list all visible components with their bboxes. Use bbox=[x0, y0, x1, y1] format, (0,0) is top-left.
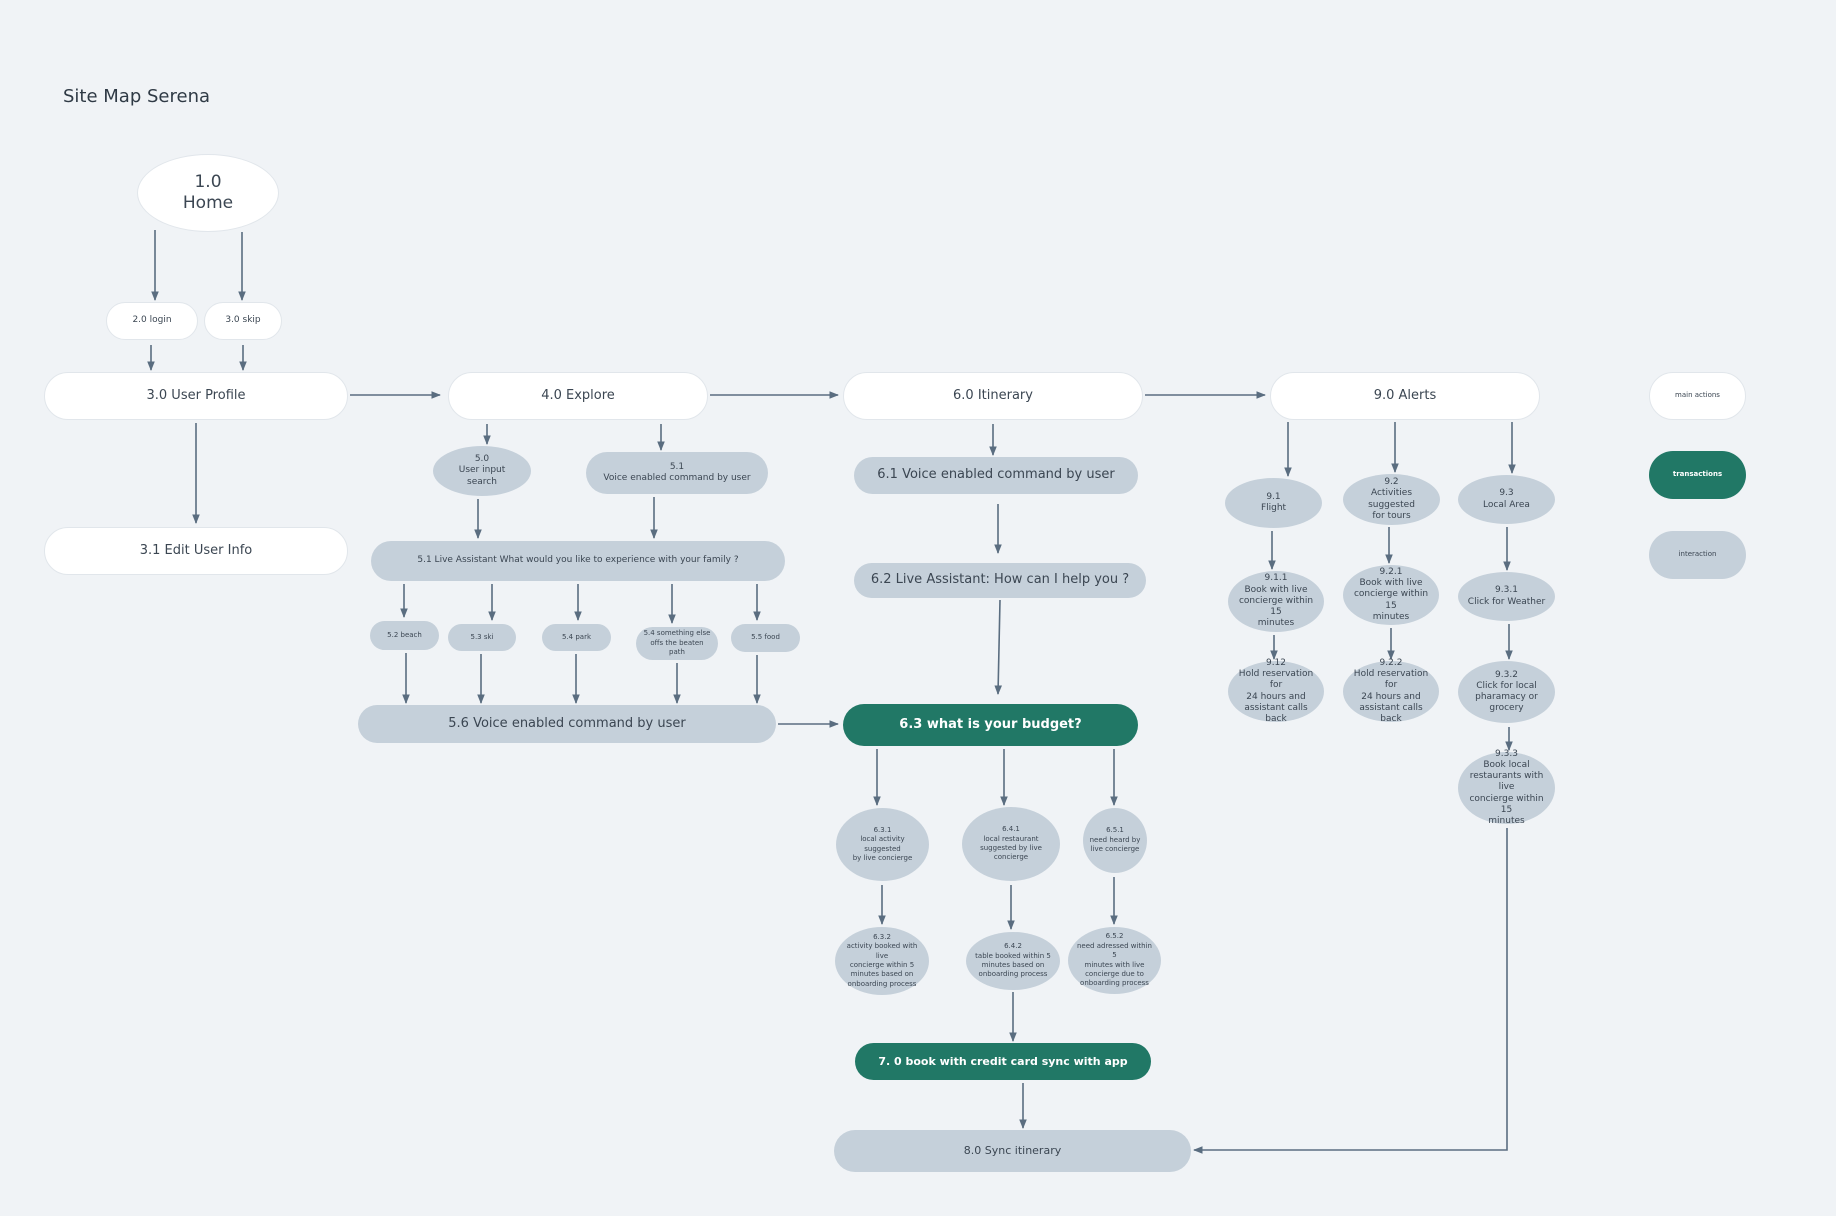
node-alerts[interactable]: 9.0 Alerts bbox=[1270, 372, 1540, 420]
node-9-1-1[interactable]: 9.1.1 Book with live concierge within 15… bbox=[1228, 571, 1324, 632]
node-beach[interactable]: 5.2 beach bbox=[370, 621, 439, 650]
node-user-profile[interactable]: 3.0 User Profile bbox=[44, 372, 348, 420]
node-pharmacy[interactable]: 9.3.2 Click for local pharamacy or groce… bbox=[1458, 661, 1555, 723]
node-park[interactable]: 5.4 park bbox=[542, 624, 611, 651]
node-9-2-2[interactable]: 9.2.2 Hold reservation for 24 hours and … bbox=[1343, 658, 1439, 724]
node-6-5-1[interactable]: 6.5.1 need heard by live concierge bbox=[1083, 808, 1147, 873]
legend-main-actions: main actions bbox=[1649, 372, 1746, 420]
node-restaurants[interactable]: 9.3.3 Book local restaurants with live c… bbox=[1458, 749, 1555, 826]
node-ski[interactable]: 5.3 ski bbox=[448, 624, 516, 651]
node-live-assistant-6-2[interactable]: 6.2 Live Assistant: How can I help you ? bbox=[854, 563, 1146, 598]
node-weather[interactable]: 9.3.1 Click for Weather bbox=[1458, 572, 1555, 621]
diagram-title: Site Map Serena bbox=[63, 86, 211, 107]
node-6-3-1[interactable]: 6.3.1 local activity suggested by live c… bbox=[836, 808, 929, 881]
node-credit-card[interactable]: 7. 0 book with credit card sync with app bbox=[855, 1043, 1151, 1080]
node-voice-5-6[interactable]: 5.6 Voice enabled command by user bbox=[358, 705, 776, 743]
node-voice-6-1[interactable]: 6.1 Voice enabled command by user bbox=[854, 457, 1138, 494]
node-live-assistant-5-1[interactable]: 5.1 Live Assistant What would you like t… bbox=[371, 541, 785, 581]
node-6-4-2[interactable]: 6.4.2 table booked within 5 minutes base… bbox=[966, 932, 1060, 990]
node-explore[interactable]: 4.0 Explore bbox=[448, 372, 708, 420]
node-off-path[interactable]: 5.4 something else offs the beaten path bbox=[636, 627, 718, 660]
node-budget[interactable]: 6.3 what is your budget? bbox=[843, 704, 1138, 746]
node-home[interactable]: 1.0 Home bbox=[137, 154, 279, 232]
node-activities[interactable]: 9.2 Activities suggested for tours bbox=[1343, 474, 1440, 525]
node-skip[interactable]: 3.0 skip bbox=[204, 302, 282, 340]
node-flight[interactable]: 9.1 Flight bbox=[1225, 478, 1322, 528]
node-food[interactable]: 5.5 food bbox=[731, 624, 800, 652]
node-itinerary[interactable]: 6.0 Itinerary bbox=[843, 372, 1143, 420]
node-9-12[interactable]: 9.12 Hold reservation for 24 hours and a… bbox=[1228, 658, 1324, 724]
node-6-4-1[interactable]: 6.4.1 local restaurant suggested by live… bbox=[962, 807, 1060, 881]
node-voice-5-1[interactable]: 5.1 Voice enabled command by user bbox=[586, 452, 768, 494]
connector-elbow-sync bbox=[1193, 828, 1508, 1154]
node-user-input-search[interactable]: 5.0 User input search bbox=[433, 446, 531, 496]
legend-interaction: interaction bbox=[1649, 531, 1746, 579]
node-login[interactable]: 2.0 login bbox=[106, 302, 198, 340]
node-local-area[interactable]: 9.3 Local Area bbox=[1458, 475, 1555, 524]
node-9-2-1[interactable]: 9.2.1 Book with live concierge within 15… bbox=[1343, 565, 1439, 625]
connector-arrow bbox=[994, 599, 1003, 695]
node-sync-itinerary[interactable]: 8.0 Sync itinerary bbox=[834, 1130, 1191, 1172]
node-6-5-2[interactable]: 6.5.2 need adressed within 5 minutes wit… bbox=[1068, 927, 1161, 994]
node-edit-user-info[interactable]: 3.1 Edit User Info bbox=[44, 527, 348, 575]
node-6-3-2[interactable]: 6.3.2 activity booked with live concierg… bbox=[835, 927, 929, 995]
legend-transactions: transactions bbox=[1649, 451, 1746, 499]
